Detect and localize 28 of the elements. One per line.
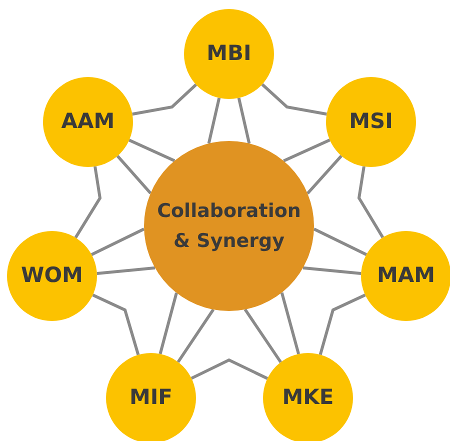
connector-line bbox=[116, 154, 152, 194]
node-label: MBI bbox=[206, 40, 252, 68]
connector-line bbox=[318, 294, 366, 356]
node-label: MIF bbox=[129, 384, 173, 412]
node-label: AAM bbox=[61, 108, 115, 136]
node-label: MAM bbox=[376, 262, 436, 290]
connector-line bbox=[158, 292, 178, 354]
connector-line bbox=[313, 228, 368, 256]
connector-line bbox=[128, 138, 176, 162]
connector-line bbox=[190, 358, 268, 380]
connector-line bbox=[302, 266, 362, 275]
connector-line bbox=[176, 308, 215, 363]
connector-line bbox=[357, 166, 384, 238]
node-label: MKE bbox=[282, 384, 334, 412]
connector-line bbox=[237, 98, 251, 144]
connector-line bbox=[280, 292, 300, 354]
node-label: Collaboration & Synergy bbox=[156, 199, 302, 254]
connector-line bbox=[92, 294, 140, 356]
connector-line bbox=[207, 98, 221, 144]
connector-line bbox=[90, 228, 145, 256]
connector-line bbox=[132, 84, 198, 116]
connector-line bbox=[261, 83, 327, 116]
connector-line bbox=[244, 308, 282, 364]
node-label: WOM bbox=[21, 262, 83, 290]
node-label: MSI bbox=[349, 108, 393, 136]
connector-line bbox=[283, 138, 330, 162]
connector-line bbox=[74, 166, 102, 238]
connector-line bbox=[306, 154, 342, 195]
